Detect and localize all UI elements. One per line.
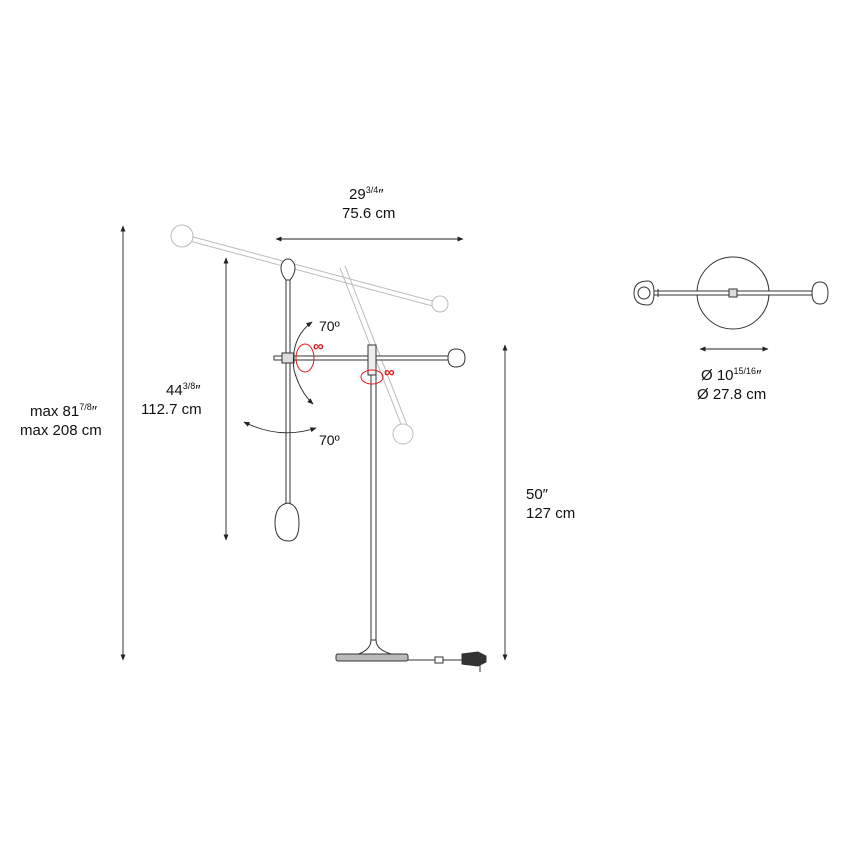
base-diameter-imperial-label: Ø 1015/16″: [701, 366, 762, 385]
arm-rotation-infinity: ∞: [313, 338, 324, 355]
arm-rotation-ellipse: [295, 343, 315, 373]
right-head-top-view: [811, 281, 829, 305]
base-diameter-metric-label: Ø 27.8 cm: [697, 386, 767, 403]
max-height-metric-label: max 208 cm: [20, 422, 102, 439]
arm-joint: [281, 352, 295, 364]
lamp-base: [335, 653, 409, 662]
ghost-lamp-head: [170, 224, 194, 248]
stand-height-metric-label: 127 cm: [526, 505, 576, 522]
arm-height-imperial-label: 443/8″: [166, 381, 201, 400]
lower-lamp-head: [274, 502, 300, 542]
upper-angle-label: 70º: [319, 318, 340, 334]
upper-lamp-head: [280, 258, 296, 281]
upper-angle-arc: [292, 321, 314, 405]
lamp-top-view: [633, 256, 829, 330]
lower-angle-arc: [243, 421, 317, 434]
max-height-imperial-label: max 817/8″: [30, 402, 98, 421]
stand-rotation-infinity: ∞: [384, 364, 395, 381]
ghost-lamp-head: [431, 295, 449, 313]
floor-lamp-side-view: [273, 258, 487, 672]
stand-rotation-ellipse: [360, 369, 384, 385]
power-plug: [461, 651, 487, 667]
lower-angle-label: 70º: [319, 432, 340, 448]
right-lamp-head: [447, 348, 466, 368]
rotation-indicators: [295, 343, 384, 385]
horizontal-arm: [273, 355, 451, 361]
center-joint-top-view: [728, 288, 738, 298]
stand-height-imperial-label: 50″: [526, 486, 548, 503]
ghost-arm-positions: [170, 224, 449, 445]
stand-joint: [367, 344, 377, 376]
rotation-angle-arcs: [243, 321, 317, 434]
ghost-lamp-head: [392, 423, 414, 445]
dimension-lines: [120, 225, 769, 661]
width-metric-label: 75.6 cm: [342, 205, 396, 222]
left-head-inner-top-view: [637, 286, 651, 300]
arm-height-metric-label: 112.7 cm: [141, 401, 202, 418]
width-imperial-label: 293/4″: [349, 185, 384, 204]
cable-switch: [434, 656, 444, 664]
